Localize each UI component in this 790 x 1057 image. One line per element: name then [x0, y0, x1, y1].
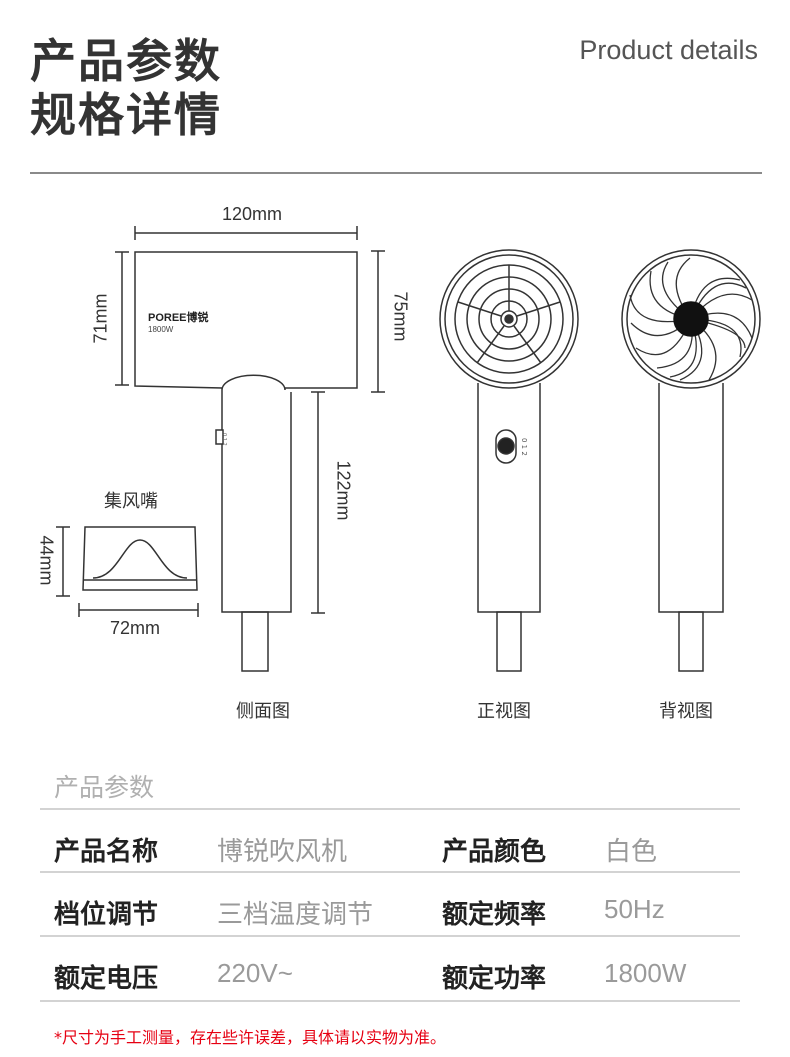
spec-rule-top: [40, 808, 740, 810]
spec-rule-1: [40, 871, 740, 873]
nozzle-caption: 集风嘴: [104, 491, 158, 512]
side-view-caption: 侧面图: [236, 701, 290, 722]
spec-value-frequency: 50Hz: [604, 894, 665, 924]
spec-rule-bottom: [40, 1000, 740, 1002]
back-view-handle: [658, 383, 724, 613]
power-rating-print: 1800W: [148, 325, 174, 334]
side-view-switch: [215, 429, 224, 445]
back-view-caption: 背视图: [659, 701, 713, 722]
spec-value-gear: 三档温度调节: [217, 900, 374, 930]
product-diagram: [56, 226, 761, 672]
side-view-head: [134, 251, 358, 391]
page-title-line-1: 产品参数: [30, 34, 222, 88]
spec-value-color: 白色: [605, 837, 658, 867]
dim-label-right-height: 75mm: [390, 291, 411, 342]
page-subtitle-en: Product details: [579, 35, 758, 65]
spec-key-frequency: 额定频率: [442, 900, 547, 930]
header-divider: [30, 172, 762, 174]
side-switch-marks: 0 1 2: [221, 433, 227, 446]
spec-key-power: 额定功率: [442, 964, 547, 994]
dim-label-nozzle-height: 44mm: [36, 535, 57, 586]
back-view-head: [621, 249, 761, 389]
spec-value-name: 博锐吹风机: [217, 837, 348, 867]
side-view-cord: [241, 611, 269, 672]
spec-rule-2: [40, 935, 740, 937]
nozzle-body: [82, 526, 198, 591]
front-view-head: [439, 249, 579, 389]
spec-key-gear: 档位调节: [54, 900, 159, 930]
spec-value-power: 1800W: [604, 958, 687, 988]
dim-label-handle-height: 122mm: [333, 460, 354, 521]
front-view-grille: [454, 264, 564, 374]
page-title-line-2: 规格详情: [30, 88, 222, 142]
front-view-caption: 正视图: [477, 701, 531, 722]
spec-value-voltage: 220V~: [217, 958, 293, 988]
measurement-footnote: *尺寸为手工测量，存在些许误差，具体请以实物为准。: [54, 1028, 447, 1047]
dim-label-nozzle-width: 72mm: [110, 618, 161, 638]
side-view-handle: [221, 390, 292, 613]
spec-key-voltage: 额定电压: [54, 964, 159, 994]
dim-label-left-height: 71mm: [90, 293, 111, 344]
spec-key-name: 产品名称: [54, 837, 159, 867]
dim-label-top-width: 120mm: [222, 204, 283, 224]
spec-section-title: 产品参数: [54, 773, 155, 802]
front-switch-marks: 0 1 2: [520, 438, 528, 456]
brand-logo-text: POREE博锐: [148, 312, 209, 324]
back-view-cord: [678, 611, 704, 672]
spec-key-color: 产品颜色: [442, 837, 547, 867]
front-view-handle: [477, 383, 541, 613]
nozzle-curve: [92, 539, 188, 579]
front-view-cord: [496, 611, 522, 672]
